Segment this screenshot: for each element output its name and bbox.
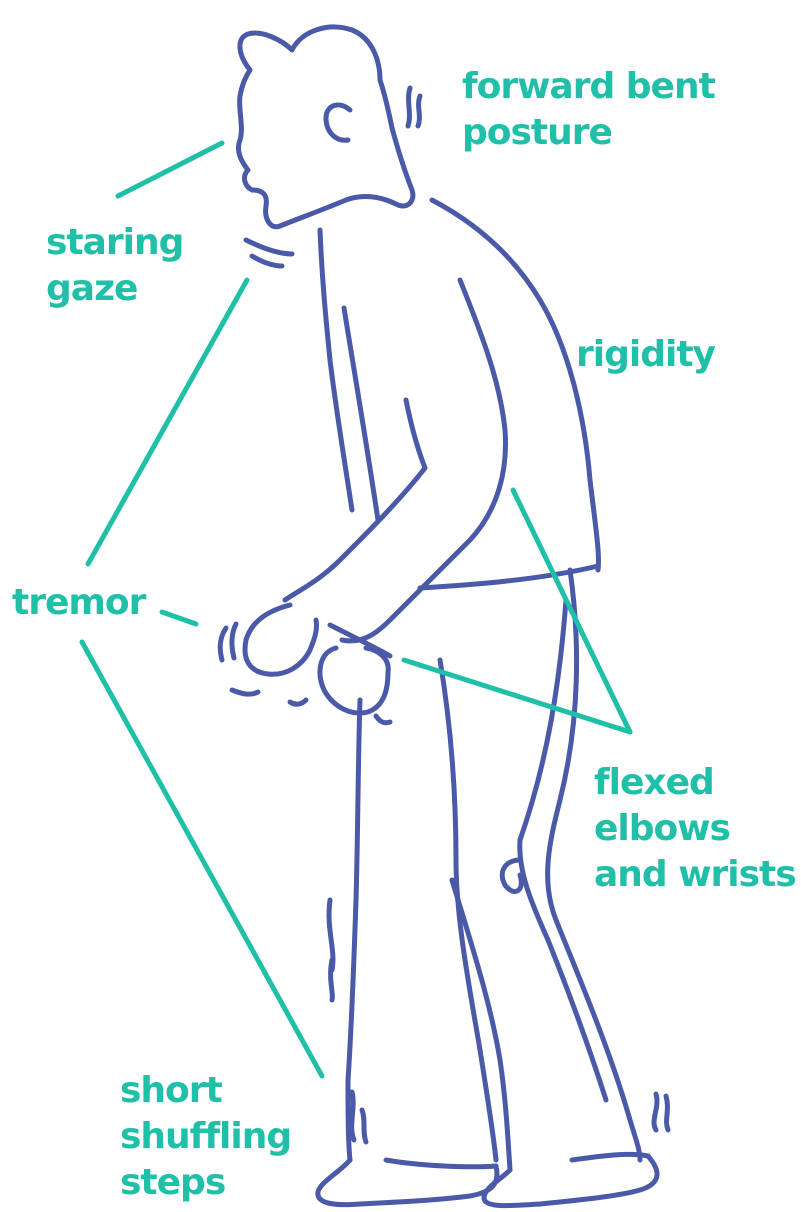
label-line: elbows — [594, 806, 796, 852]
label-tremor: tremor — [12, 580, 145, 626]
person-outline — [220, 27, 668, 1206]
tremor-mark — [352, 1092, 354, 1140]
label-line: shuffling — [120, 1114, 291, 1160]
gaze-pointer-line — [118, 143, 222, 196]
label-staring-gaze: staring gaze — [46, 220, 183, 312]
flexed-pointer-elbow — [513, 490, 630, 732]
label-line: posture — [462, 110, 715, 156]
tremor-mark — [408, 88, 410, 126]
tremor-mark — [666, 1096, 668, 1130]
label-line: staring — [46, 220, 183, 266]
label-line: steps — [120, 1160, 291, 1206]
label-line: rigidity — [576, 332, 715, 378]
shoe-front — [318, 1160, 497, 1205]
torso-back — [432, 200, 599, 570]
label-rigidity: rigidity — [576, 332, 715, 378]
label-line: flexed — [594, 760, 796, 806]
ear — [326, 105, 350, 140]
tremor-mark — [290, 700, 306, 704]
label-flexed-elbows-wrists: flexed elbows and wrists — [594, 760, 796, 898]
label-line: tremor — [12, 580, 145, 626]
tremor-mark — [418, 96, 420, 126]
leg-front-right — [440, 660, 496, 1160]
knee-line — [502, 860, 521, 892]
label-line: and wrists — [594, 852, 796, 898]
torso-front — [320, 230, 352, 510]
tremor-mark — [252, 256, 282, 266]
tremor-mark — [376, 716, 390, 723]
tremor-mark — [220, 628, 226, 660]
label-line: short — [120, 1068, 291, 1114]
label-short-shuffling-steps: short shuffling steps — [120, 1068, 291, 1206]
back-arm-inner — [285, 400, 425, 600]
tremor-pointer-hand — [162, 612, 196, 624]
tremor-mark — [331, 960, 333, 1000]
hand-far — [245, 605, 317, 674]
tremor-pointer-head — [88, 280, 247, 564]
tremor-mark — [232, 624, 236, 658]
hand-near — [320, 648, 388, 713]
label-line: forward bent — [462, 64, 715, 110]
tremor-mark — [246, 240, 292, 254]
label-line: gaze — [46, 266, 183, 312]
label-forward-bent-posture: forward bent posture — [462, 64, 715, 156]
tremor-mark — [654, 1094, 657, 1130]
tremor-mark — [232, 690, 258, 694]
flexed-pointer-wrist — [404, 660, 630, 732]
tremor-pointer-feet — [82, 642, 322, 1076]
tremor-mark — [362, 1110, 366, 1142]
